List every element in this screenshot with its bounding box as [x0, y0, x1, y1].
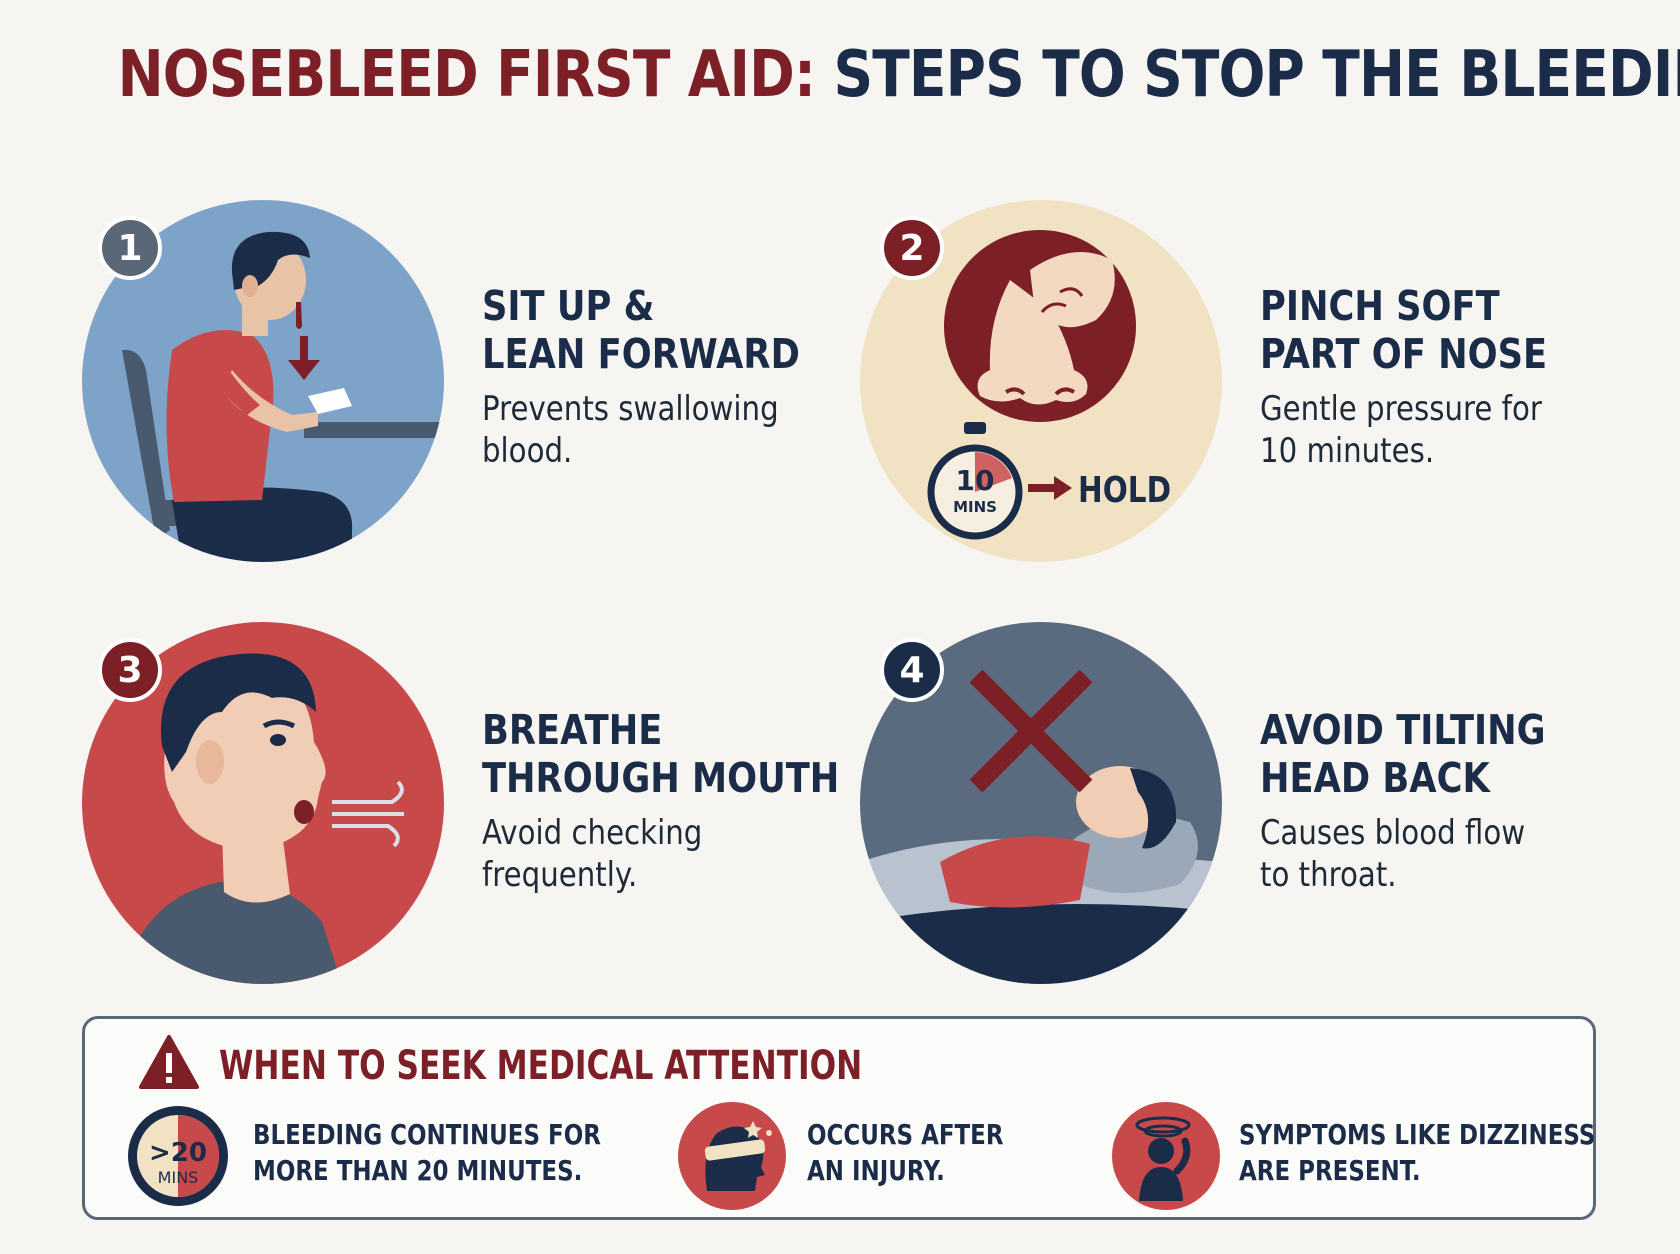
- step-desc-line-2: to throat.: [1260, 855, 1397, 895]
- step-desc-line-2: 10 minutes.: [1260, 431, 1435, 471]
- timer-icon: >20 MINS: [123, 1101, 233, 1216]
- step-description: Avoid checking frequently.: [482, 812, 774, 896]
- title-part-1: NOSEBLEED FIRST AID:: [117, 38, 816, 112]
- step-description: Causes blood flow to throat.: [1260, 812, 1552, 896]
- step-description: Prevents swallowing blood.: [482, 388, 779, 472]
- step-number-badge: 3: [98, 638, 162, 702]
- timer-unit: MINS: [158, 1168, 199, 1187]
- step-heading-line-1: BREATHE: [482, 706, 663, 754]
- alert-item-line-1: OCCURS AFTER: [807, 1118, 1004, 1151]
- step-number-badge: 2: [880, 216, 944, 280]
- alert-item-line-2: AN INJURY.: [807, 1154, 945, 1187]
- step-desc-line-1: Avoid checking: [482, 813, 703, 853]
- hold-label: HOLD: [1078, 468, 1171, 511]
- step-desc-line-1: Causes blood flow: [1260, 813, 1526, 853]
- step-heading-line-1: SIT UP &: [482, 282, 655, 330]
- page-title: NOSEBLEED FIRST AID: STEPS TO STOP THE B…: [117, 38, 1680, 112]
- timer-value: 10: [956, 464, 995, 497]
- step-desc-line-2: blood.: [482, 431, 573, 471]
- step-desc-line-1: Prevents swallowing: [482, 389, 779, 429]
- step-heading-line-1: AVOID TILTING: [1260, 706, 1546, 754]
- step-number-badge: 4: [880, 638, 944, 702]
- timer-unit: MINS: [953, 498, 997, 516]
- pinch-nose-illustration: 10 MINS HOLD: [860, 200, 1222, 562]
- step-desc-line-2: frequently.: [482, 855, 638, 895]
- step-desc-line-1: Gentle pressure for: [1260, 389, 1542, 429]
- dizziness-icon: [1111, 1101, 1221, 1216]
- alert-item-line-2: ARE PRESENT.: [1239, 1154, 1421, 1187]
- sit-lean-forward-illustration: [82, 200, 444, 562]
- medical-attention-panel: WHEN TO SEEK MEDICAL ATTENTION >20 MINS …: [82, 1016, 1596, 1220]
- timer-value: >20: [149, 1138, 207, 1168]
- step-heading-line-1: PINCH SOFT: [1260, 282, 1500, 330]
- alert-item-line-1: SYMPTOMS LIKE DIZZINESS: [1239, 1118, 1596, 1151]
- step-number-badge: 1: [98, 216, 162, 280]
- alert-item-line-1: BLEEDING CONTINUES FOR: [253, 1118, 601, 1151]
- head-injury-icon: [677, 1101, 787, 1216]
- alert-title: WHEN TO SEEK MEDICAL ATTENTION: [219, 1043, 863, 1089]
- title-part-2: STEPS TO STOP THE BLEEDING: [833, 38, 1680, 112]
- step-heading-line-2: LEAN FORWARD: [482, 330, 800, 378]
- step-heading-line-2: PART OF NOSE: [1260, 330, 1548, 378]
- alert-item-line-2: MORE THAN 20 MINUTES.: [253, 1154, 583, 1187]
- step-heading-line-2: THROUGH MOUTH: [482, 754, 840, 802]
- step-heading-line-2: HEAD BACK: [1260, 754, 1490, 802]
- warning-triangle-icon: [137, 1033, 201, 1096]
- step-description: Gentle pressure for 10 minutes.: [1260, 388, 1552, 472]
